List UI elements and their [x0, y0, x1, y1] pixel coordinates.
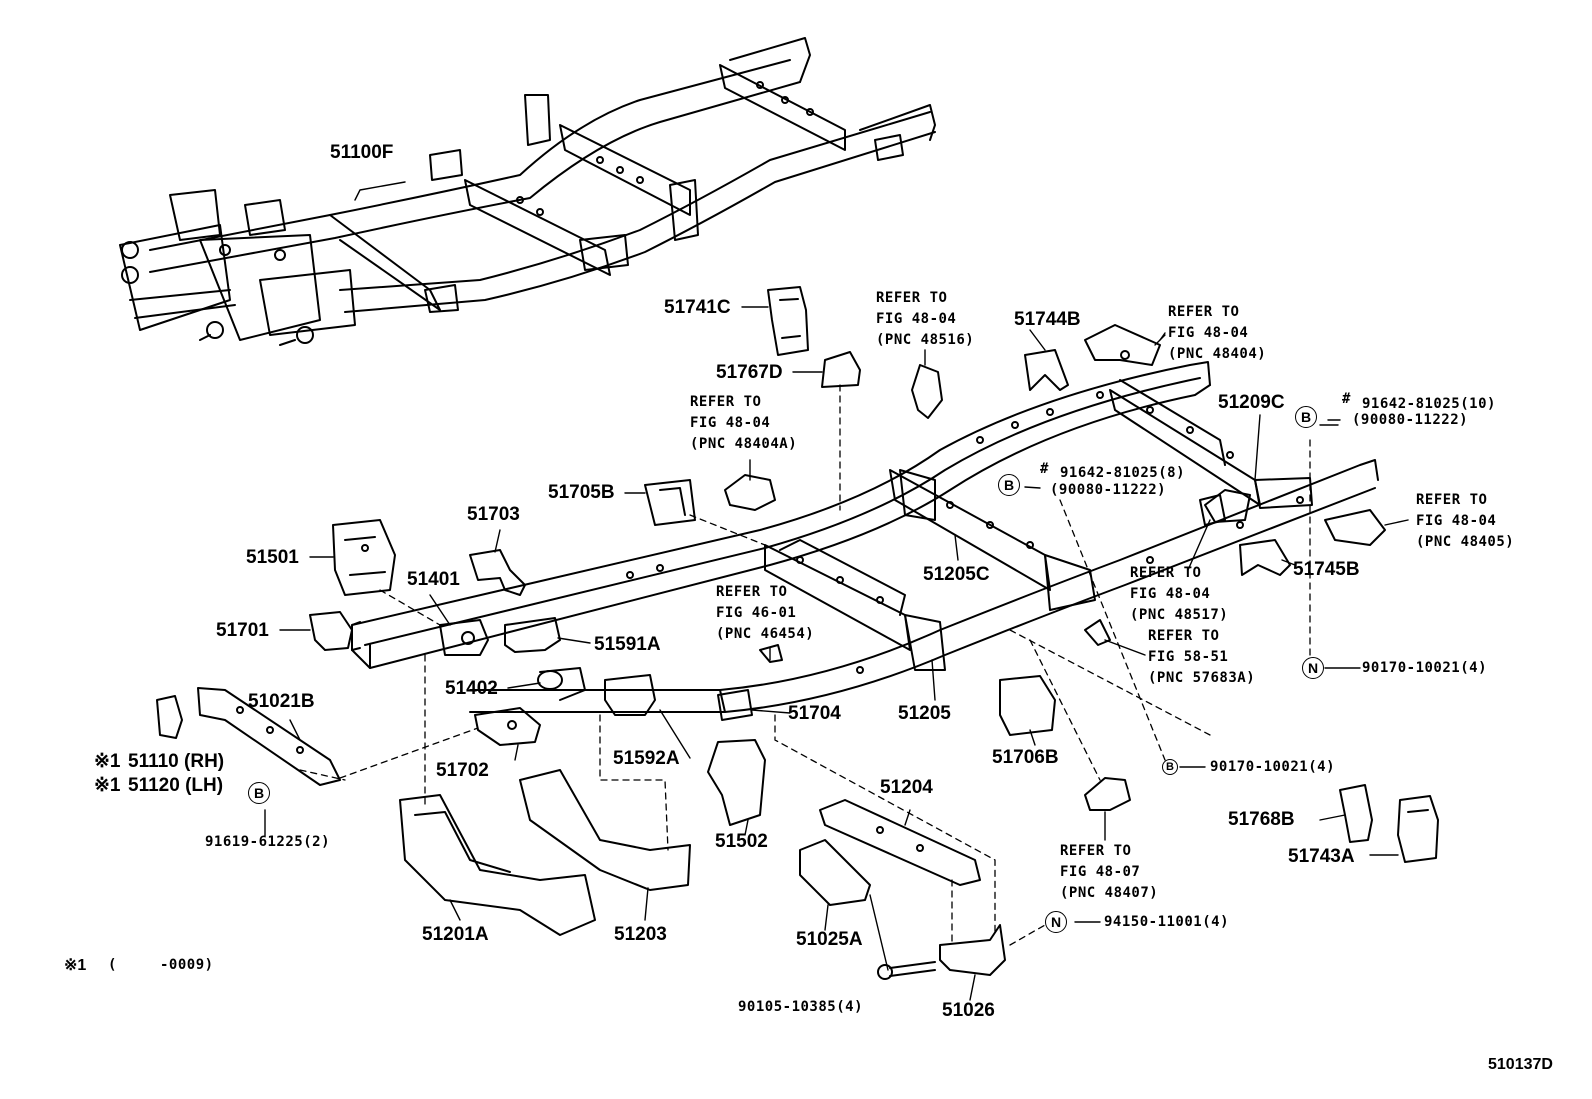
part-label-51203: 51203	[614, 924, 667, 945]
part-label-51703: 51703	[467, 504, 520, 525]
diagram-code: 510137D	[1488, 1056, 1553, 1073]
part-label-51026: 51026	[942, 1000, 995, 1021]
star-mark-rh: ※1	[94, 751, 121, 772]
part-label-51745b: 51745B	[1293, 559, 1360, 580]
fastener-label-90170-10021-b: 90170-10021(4)	[1210, 759, 1336, 775]
fastener-label-90080-11222-a: (90080-11222)	[1352, 412, 1469, 428]
b-mark: B	[998, 474, 1020, 496]
part-label-51501: 51501	[246, 547, 299, 568]
assembled-frame-illustration	[119, 37, 936, 346]
part-label-51744b: 51744B	[1014, 309, 1081, 330]
part-label-51120-lh: 51120 (LH)	[128, 775, 224, 796]
part-label-51205c: 51205C	[923, 564, 990, 585]
hash-mark: #	[1040, 461, 1049, 477]
b-mark: B	[1162, 759, 1178, 775]
part-label-51209c: 51209C	[1218, 392, 1285, 413]
fastener-label-91642-81025-8: 91642-81025(8)	[1060, 465, 1186, 481]
fastener-label-90080-11222-b: (90080-11222)	[1050, 482, 1167, 498]
part-label-51201a: 51201A	[422, 924, 489, 945]
fastener-label-91642-81025-10: 91642-81025(10)	[1362, 396, 1496, 412]
part-label-51701: 51701	[216, 620, 269, 641]
part-label-51768b: 51768B	[1228, 809, 1295, 830]
n-mark: N	[1302, 657, 1324, 679]
brackets	[156, 286, 1439, 980]
footnote-range: -0009)	[160, 957, 214, 973]
part-label-51401: 51401	[407, 569, 460, 590]
part-label-51502: 51502	[715, 831, 768, 852]
part-label-51705b: 51705B	[548, 482, 615, 503]
leader-lines	[264, 181, 1409, 1001]
fastener-label-91619-61225: 91619-61225(2)	[205, 834, 331, 850]
part-label-51741c: 51741C	[664, 297, 731, 318]
part-label-51743a: 51743A	[1288, 846, 1355, 867]
fastener-label-94150-11001: 94150-11001(4)	[1104, 914, 1230, 930]
part-label-51592a: 51592A	[613, 748, 680, 769]
fastener-label-90170-10021-a: 90170-10021(4)	[1362, 660, 1488, 676]
b-mark: B	[248, 782, 270, 804]
footnote-paren: (	[108, 957, 117, 973]
b-mark: B	[1295, 406, 1317, 428]
star-mark-lh: ※1	[94, 775, 121, 796]
part-label-51025a: 51025A	[796, 929, 863, 950]
part-label-51204: 51204	[880, 777, 933, 798]
footnote-marker: ※1	[64, 957, 87, 974]
part-label-51100f: 51100F	[330, 142, 394, 163]
part-label-51591a: 51591A	[594, 634, 661, 655]
n-mark: N	[1045, 911, 1067, 933]
fastener-label-90105-10385: 90105-10385(4)	[738, 999, 864, 1015]
part-label-51021b: 51021B	[248, 691, 315, 712]
dashed-assembly-lines	[299, 384, 1311, 946]
part-label-51110-rh: 51110 (RH)	[128, 751, 225, 772]
hash-mark: #	[1342, 391, 1351, 407]
exploded-frame-rails	[351, 361, 1379, 713]
part-label-51706b: 51706B	[992, 747, 1059, 768]
part-label-51704: 51704	[788, 703, 841, 724]
part-label-51767d: 51767D	[716, 362, 783, 383]
part-label-51402: 51402	[445, 678, 498, 699]
part-label-51205: 51205	[898, 703, 951, 724]
part-label-51702: 51702	[436, 760, 489, 781]
